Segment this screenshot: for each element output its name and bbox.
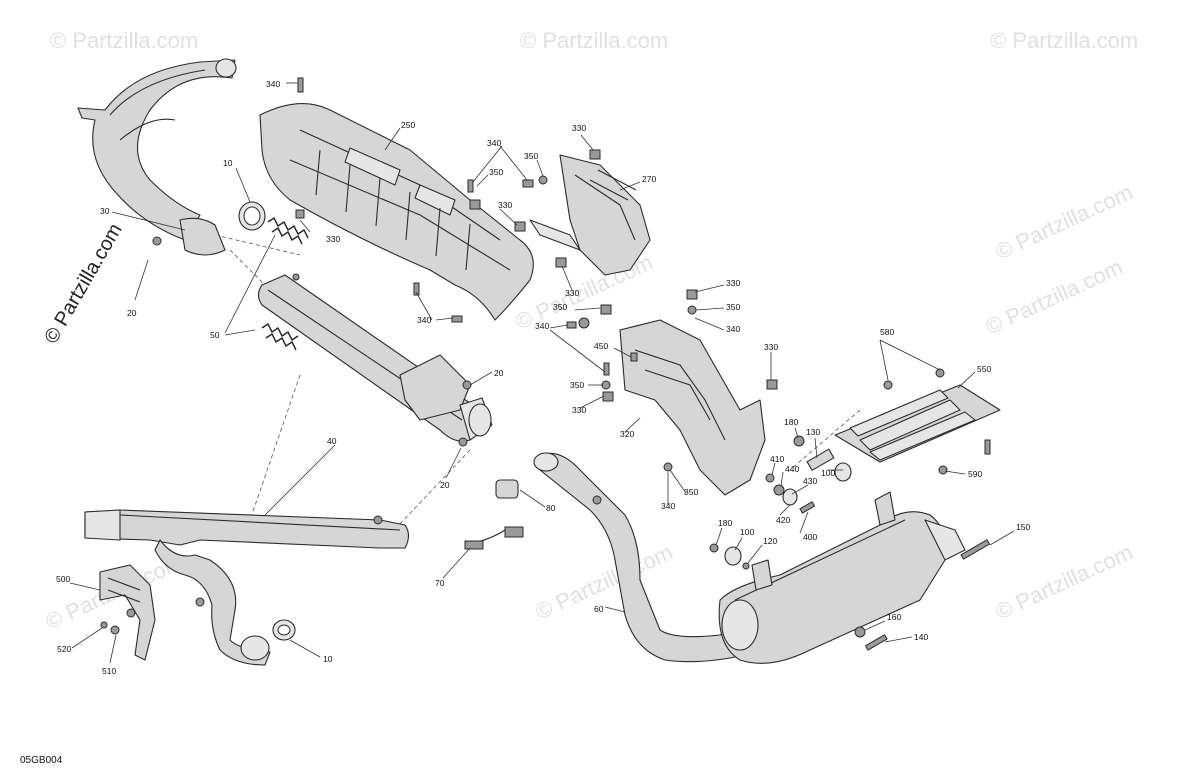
label-part-340: 340 <box>726 324 740 334</box>
label-part-350: 350 <box>726 302 740 312</box>
label-part-340: 340 <box>266 79 280 89</box>
label-part-100: 100 <box>740 527 754 537</box>
label-part-10: 10 <box>223 158 233 168</box>
heat-shield-part-320 <box>619 319 766 496</box>
lower-pipe-assembly <box>84 509 410 666</box>
label-part-340: 340 <box>535 321 549 331</box>
label-part-440: 440 <box>785 464 799 474</box>
label-part-20: 20 <box>494 368 504 378</box>
label-part-140: 140 <box>914 632 928 642</box>
watermark-top-right: © Partzilla.com <box>990 28 1138 53</box>
label-part-400: 400 <box>803 532 817 542</box>
exhaust-tube-part-40 <box>257 273 493 447</box>
label-part-350: 350 <box>553 302 567 312</box>
label-part-80: 80 <box>546 503 556 513</box>
label-part-590: 590 <box>968 469 982 479</box>
muffler-part-60 <box>718 491 966 664</box>
label-part-350: 350 <box>524 151 538 161</box>
leader-lines <box>69 82 1015 664</box>
label-part-120: 120 <box>763 536 777 546</box>
label-part-420: 420 <box>776 515 790 525</box>
label-part-330: 330 <box>565 288 579 298</box>
heat-shield-bracket-part-500 <box>99 564 156 661</box>
label-part-340: 340 <box>487 138 501 148</box>
part-number-labels: 340 250 10 30 330 20 50 340 350 330 350 … <box>56 79 1030 676</box>
watermark-bottom-center: © Partzilla.com <box>532 539 677 624</box>
label-part-40: 40 <box>327 436 337 446</box>
label-part-350: 350 <box>489 167 503 177</box>
label-part-330: 330 <box>326 234 340 244</box>
watermark-bottom-right: © Partzilla.com <box>992 539 1137 624</box>
label-part-50: 50 <box>210 330 220 340</box>
label-part-130: 130 <box>806 427 820 437</box>
label-part-340: 340 <box>661 501 675 511</box>
label-part-580: 580 <box>880 327 894 337</box>
label-part-10: 10 <box>323 654 333 664</box>
label-part-500: 500 <box>56 574 70 584</box>
label-part-180: 180 <box>718 518 732 528</box>
assembly-guide-lines <box>109 149 861 546</box>
label-part-410: 410 <box>770 454 784 464</box>
diagram-code: 05GB004 <box>20 755 63 766</box>
label-part-20: 20 <box>440 480 450 490</box>
label-part-70: 70 <box>435 578 445 588</box>
gasket-ring-part-10-bottom <box>272 619 296 641</box>
label-part-330: 330 <box>498 200 512 210</box>
header-pipe-part-30 <box>77 58 237 256</box>
label-part-270: 270 <box>642 174 656 184</box>
heat-shield-part-250 <box>259 103 534 321</box>
label-part-160: 160 <box>887 612 901 622</box>
label-part-340: 340 <box>417 315 431 325</box>
watermark-right-upper: © Partzilla.com <box>992 179 1137 264</box>
label-part-150: 150 <box>1016 522 1030 532</box>
label-part-520: 520 <box>57 644 71 654</box>
gasket-ring-part-10-top <box>238 201 266 231</box>
label-part-430: 430 <box>803 476 817 486</box>
watermark-top-left: © Partzilla.com <box>50 28 198 53</box>
heat-shield-plate-part-550 <box>834 368 1001 475</box>
label-part-450: 450 <box>594 341 608 351</box>
label-part-20: 20 <box>127 308 137 318</box>
label-part-60: 60 <box>594 604 604 614</box>
label-part-100: 100 <box>821 468 835 478</box>
label-part-330: 330 <box>764 342 778 352</box>
heat-shield-part-270 <box>529 154 651 276</box>
label-part-330: 330 <box>572 405 586 415</box>
label-part-320: 320 <box>620 429 634 439</box>
label-part-250: 250 <box>401 120 415 130</box>
label-part-330: 330 <box>572 123 586 133</box>
label-part-550: 550 <box>977 364 991 374</box>
springs <box>261 209 309 351</box>
watermarks: © Partzilla.com © Partzilla.com © Partzi… <box>40 28 1138 635</box>
watermark-rotated-dark: © Partzilla.com <box>40 220 126 348</box>
label-part-330: 330 <box>726 278 740 288</box>
watermark-mid-right: © Partzilla.com <box>982 254 1127 339</box>
label-part-180: 180 <box>784 417 798 427</box>
label-part-510: 510 <box>102 666 116 676</box>
label-part-350: 350 <box>570 380 584 390</box>
label-part-350: 350 <box>684 487 698 497</box>
watermark-top-center: © Partzilla.com <box>520 28 668 53</box>
label-part-30: 30 <box>100 206 110 216</box>
